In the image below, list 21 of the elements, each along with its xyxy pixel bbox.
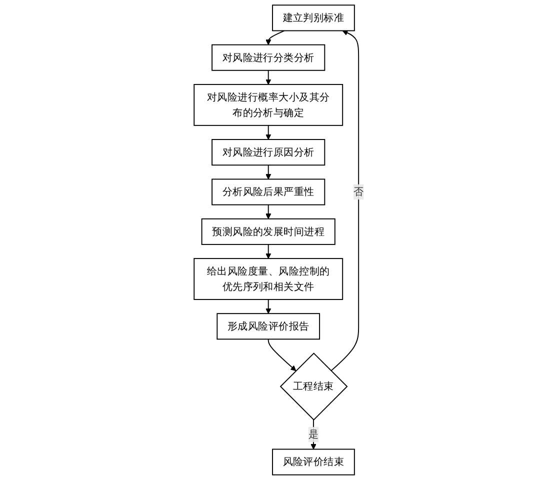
arrow (266, 30, 285, 46)
node-box: 预测风险的发展时间进程 (201, 218, 336, 245)
arrow (266, 244, 272, 259)
node-box: 给出风险度量、风险控制的优先序列和相关文件 (194, 258, 344, 300)
arrow (266, 124, 272, 140)
node-box: 建立判别标准 (272, 4, 355, 32)
node-diamond: 工程结束 (280, 352, 348, 420)
edge-label: 否 (354, 186, 364, 198)
node-box: 对风险进行分类分析 (212, 44, 326, 71)
node-box: 对风险进行原因分析 (212, 139, 326, 166)
node-box: 对风险进行概率大小及其分布的分析与确定 (194, 84, 344, 126)
arrow (330, 30, 360, 372)
node-box: 分析风险后果严重性 (212, 178, 326, 206)
arrow (266, 299, 272, 314)
node-box: 形成风险评价报告 (216, 313, 320, 340)
edge-label: 是 (308, 428, 319, 440)
arrow (268, 338, 296, 372)
arrow (266, 164, 272, 180)
node-box: 风险评价结束 (272, 448, 355, 476)
arrow (266, 204, 272, 220)
arrow (266, 70, 272, 85)
